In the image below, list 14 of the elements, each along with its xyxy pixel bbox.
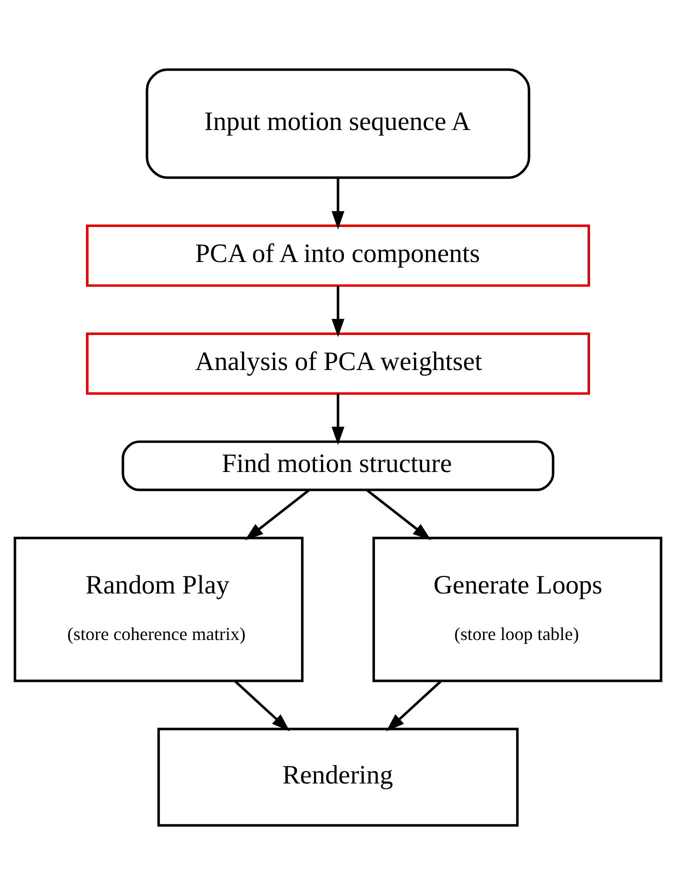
node-box: Input motion sequence A [146, 68, 530, 178]
node-box: PCA of A into components [86, 224, 590, 286]
arrow [366, 488, 432, 540]
node-box: Find motion structure [122, 440, 554, 491]
node-box: Analysis of PCA weightset [86, 332, 590, 394]
node-box: Random Play (store coherence matrix) [14, 536, 304, 682]
arrow [332, 393, 344, 444]
arrow [234, 680, 290, 731]
arrow [386, 680, 442, 731]
node-box: Generate Loops (store loop table) [372, 536, 662, 682]
node-box: Rendering [157, 727, 519, 826]
arrow [332, 285, 344, 337]
arrow [332, 177, 344, 229]
arrow [244, 488, 310, 540]
